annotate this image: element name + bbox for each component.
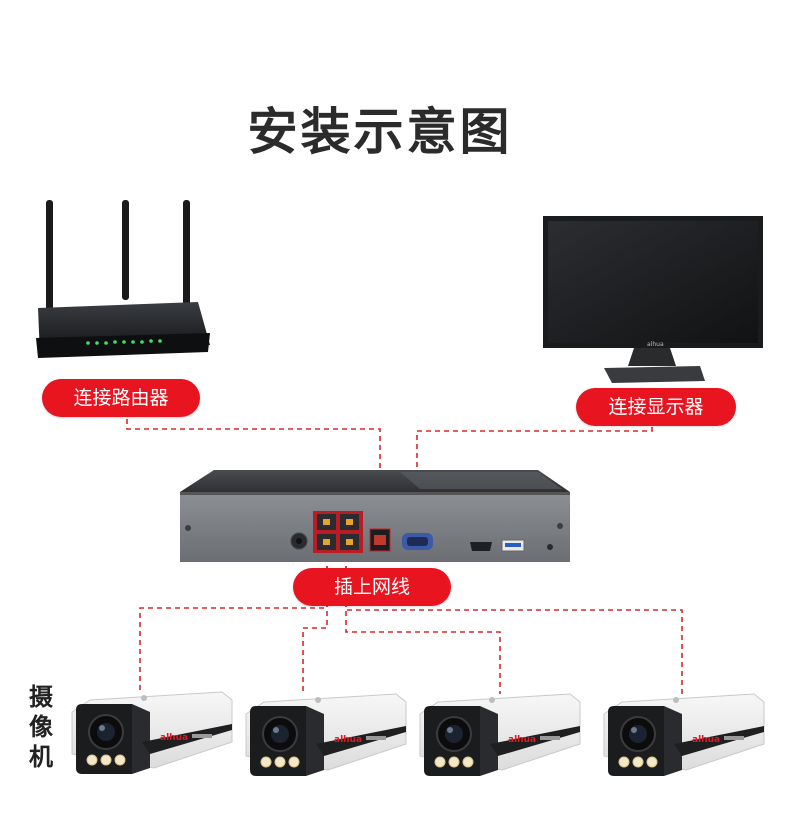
svg-text:alhua: alhua	[647, 341, 664, 348]
router-icon	[36, 200, 210, 358]
cameras-label: 摄像机	[26, 682, 56, 772]
camera-1-icon	[72, 692, 232, 774]
nvr-icon	[180, 470, 570, 562]
camera-4-icon	[604, 694, 764, 776]
network-label: 插上网线	[293, 568, 451, 606]
router-label: 连接路由器	[42, 379, 200, 417]
camera-2-icon	[246, 694, 406, 776]
camera-3-icon	[420, 694, 580, 776]
monitor-icon: alhua	[543, 216, 763, 383]
monitor-label: 连接显示器	[576, 388, 736, 426]
